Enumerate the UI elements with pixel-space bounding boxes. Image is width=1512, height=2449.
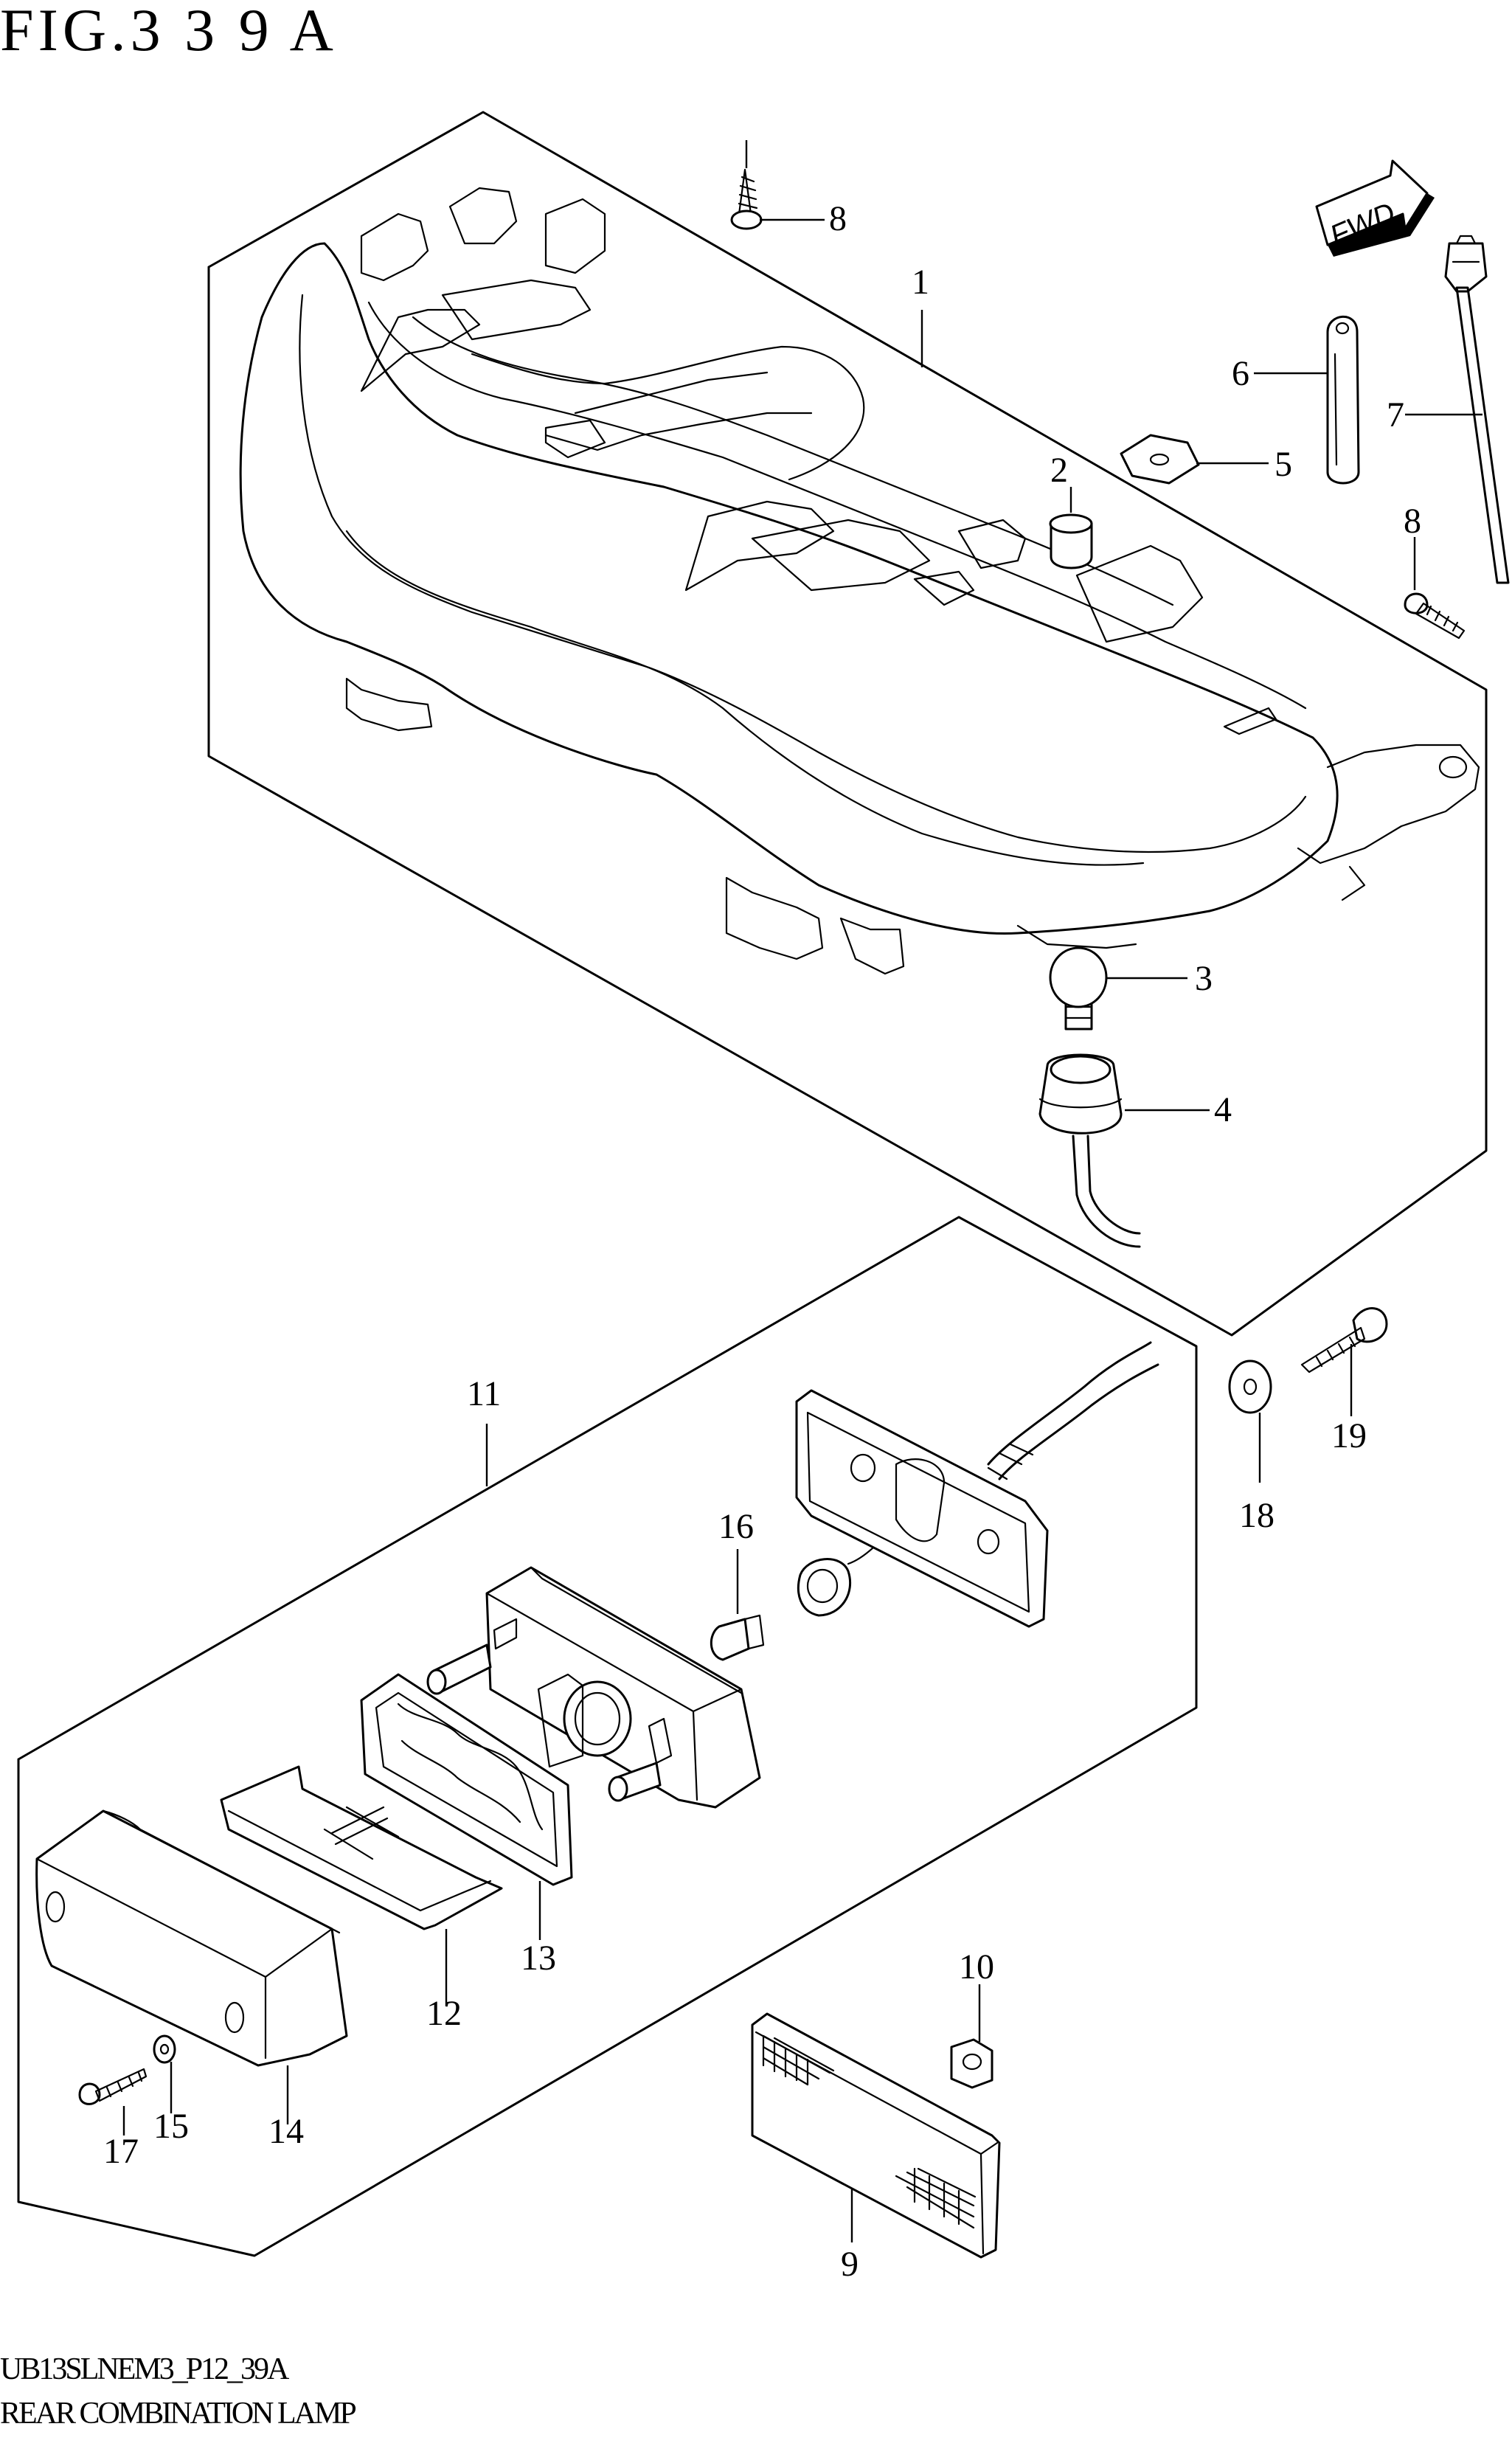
- callout-8-top: 8: [829, 199, 847, 238]
- figure-name: REAR COMBINATION LAMP: [0, 2397, 357, 2431]
- callout-1: 1: [912, 263, 929, 302]
- bushing-part-2: [1049, 487, 1093, 569]
- screw-part-8-right: [1404, 537, 1466, 640]
- clamp-part-6: [1254, 315, 1360, 485]
- bulb-part-3: [1049, 946, 1187, 1030]
- callout-19: 19: [1331, 1416, 1367, 1455]
- callout-16: 16: [718, 1507, 754, 1546]
- reflector-part-9: [751, 2012, 1001, 2259]
- lens-part-14: [35, 1809, 348, 2124]
- callout-7: 7: [1387, 395, 1404, 434]
- callout-17: 17: [103, 2132, 139, 2171]
- lamp-base-part-11: [426, 1566, 761, 1809]
- screw-part-8-top: [730, 140, 825, 230]
- callout-13: 13: [521, 1939, 556, 1978]
- socket-part-4: [1038, 1053, 1210, 1248]
- callout-15: 15: [153, 2107, 189, 2146]
- figure-code: UB13SLNEM3_P12_39A: [0, 2352, 289, 2386]
- callout-3: 3: [1195, 959, 1213, 998]
- fwd-direction-arrow: FWD: [1315, 159, 1435, 257]
- lower-assembly-frame: [17, 1216, 1198, 2257]
- figure-title: FIG.3 3 9 A: [0, 0, 338, 63]
- screw-part-17: [78, 2068, 148, 2135]
- callout-9: 9: [841, 2245, 859, 2284]
- callout-leaders: [485, 310, 923, 1486]
- cable-tie-part-7: [1405, 235, 1510, 584]
- bolt-part-19: [1300, 1307, 1388, 1416]
- cover-plate-with-harness: [795, 1341, 1159, 1628]
- callout-4: 4: [1214, 1090, 1232, 1129]
- washer-part-15: [153, 2034, 176, 2113]
- clip-nut-part-5: [1120, 434, 1269, 485]
- callout-18: 18: [1239, 1496, 1275, 1535]
- callout-11: 11: [467, 1374, 501, 1413]
- washer-part-18: [1228, 1359, 1272, 1483]
- small-bulb-part-16: [710, 1549, 765, 1661]
- gasket-part-13: [360, 1673, 573, 1940]
- callout-14: 14: [268, 2112, 304, 2151]
- callout-12: 12: [426, 1994, 462, 2033]
- callout-6: 6: [1232, 354, 1249, 393]
- lamp-housing-part-1: [239, 187, 1480, 975]
- upper-assembly-frame: [207, 111, 1488, 1337]
- nut-part-10: [950, 1984, 993, 2089]
- gasket-plate-part-12: [220, 1765, 503, 2006]
- callout-2: 2: [1050, 451, 1068, 490]
- callout-5: 5: [1275, 445, 1292, 484]
- reflector-hatching: [762, 2034, 977, 2229]
- callout-10: 10: [959, 1947, 994, 1986]
- callout-numbers: 1 2 3 4 5 6 7 8 8 9 10 11 12 13 14 15 16…: [103, 199, 1421, 2284]
- callout-8-right: 8: [1404, 502, 1421, 541]
